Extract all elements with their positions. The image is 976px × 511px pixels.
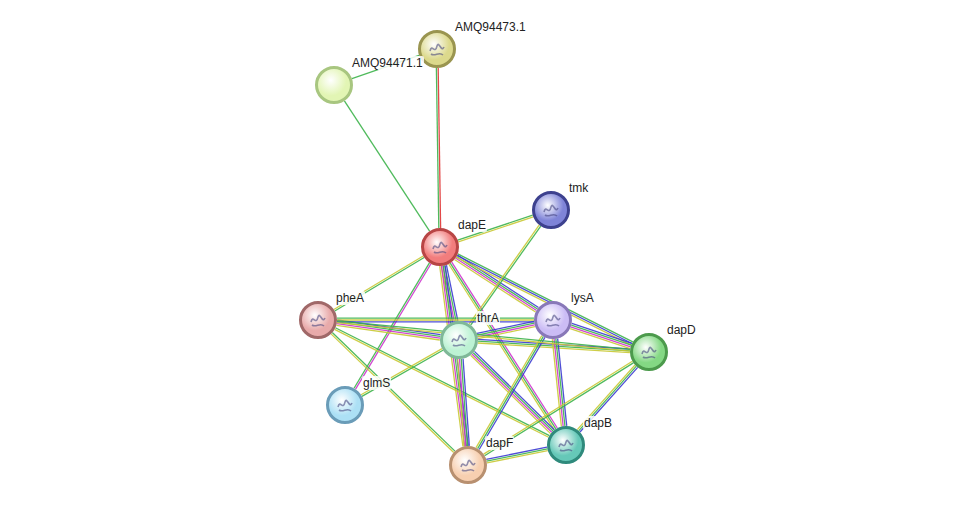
node-label: thrA: [476, 311, 500, 325]
evidence-line: [337, 318, 534, 319]
evidence-line: [337, 323, 630, 351]
protein-node: AMQ94471.1: [315, 66, 353, 104]
interaction-edge: [458, 215, 534, 242]
node-label: glmS: [362, 376, 391, 390]
evidence-line: [361, 349, 442, 395]
structure-glyph: [550, 429, 582, 461]
protein-node: dapD: [630, 333, 668, 371]
evidence-line: [337, 321, 630, 349]
node-label: tmk: [568, 181, 589, 195]
evidence-line: [337, 321, 534, 322]
evidence-line: [580, 367, 638, 432]
node-label: pheA: [335, 291, 365, 305]
protein-node: dapB: [547, 426, 585, 464]
node-label: dapB: [583, 416, 613, 430]
node-label: dapD: [666, 323, 697, 337]
interaction-edge: [334, 256, 424, 311]
protein-node: thrA: [440, 321, 478, 359]
evidence-line: [362, 350, 443, 396]
evidence-line: [577, 365, 635, 430]
evidence-line: [458, 254, 633, 342]
structure-glyph: [424, 231, 456, 263]
protein-node: glmS: [326, 386, 364, 424]
evidence-line: [457, 255, 538, 307]
node-label: dapE: [457, 218, 487, 232]
evidence-line: [469, 225, 539, 324]
evidence-line: [456, 257, 631, 345]
structure-glyph: [535, 194, 567, 226]
evidence-line: [458, 215, 533, 240]
protein-node: tmk: [532, 191, 570, 229]
protein-node: lysA: [534, 301, 572, 339]
interaction-edge: [337, 321, 630, 351]
evidence-line: [478, 336, 544, 448]
node-label: AMQ94471.1: [351, 56, 424, 70]
evidence-line: [334, 256, 423, 309]
evidence-line: [337, 319, 534, 320]
protein-node: dapE: [421, 228, 459, 266]
interaction-edge: [577, 365, 637, 432]
structure-glyph: [537, 304, 569, 336]
evidence-line: [457, 256, 632, 344]
protein-node: dapF: [449, 446, 487, 484]
evidence-line: [455, 258, 536, 310]
interaction-edge: [344, 101, 429, 231]
evidence-line: [479, 337, 545, 449]
evidence-line: [436, 68, 438, 228]
interaction-edge: [361, 349, 443, 397]
evidence-line: [487, 451, 548, 463]
interaction-edge: [456, 254, 633, 345]
interaction-edge: [436, 68, 440, 228]
evidence-line: [579, 366, 637, 431]
interaction-edge: [337, 318, 534, 322]
structure-glyph: [302, 304, 334, 336]
evidence-line: [476, 335, 542, 447]
evidence-line: [571, 325, 631, 345]
evidence-line: [487, 449, 548, 461]
evidence-line: [458, 359, 464, 446]
evidence-line: [335, 258, 424, 311]
node-label: AMQ94473.1: [454, 20, 527, 34]
interaction-edge: [552, 339, 566, 427]
interaction-edge: [454, 255, 538, 312]
structure-glyph: [329, 389, 361, 421]
evidence-line: [572, 323, 632, 343]
evidence-line: [554, 339, 563, 426]
protein-node: pheA: [299, 301, 337, 339]
evidence-line: [456, 257, 537, 309]
interaction-edge: [458, 359, 470, 446]
evidence-line: [471, 226, 541, 325]
node-label: lysA: [570, 291, 595, 305]
structure-glyph: [633, 336, 665, 368]
structure-glyph: [452, 449, 484, 481]
interaction-edge: [469, 225, 541, 325]
structure-glyph: [421, 33, 453, 65]
interaction-edge: [476, 335, 545, 449]
node-label: dapF: [485, 436, 514, 450]
structure-glyph: [443, 324, 475, 356]
evidence-line: [344, 101, 429, 231]
